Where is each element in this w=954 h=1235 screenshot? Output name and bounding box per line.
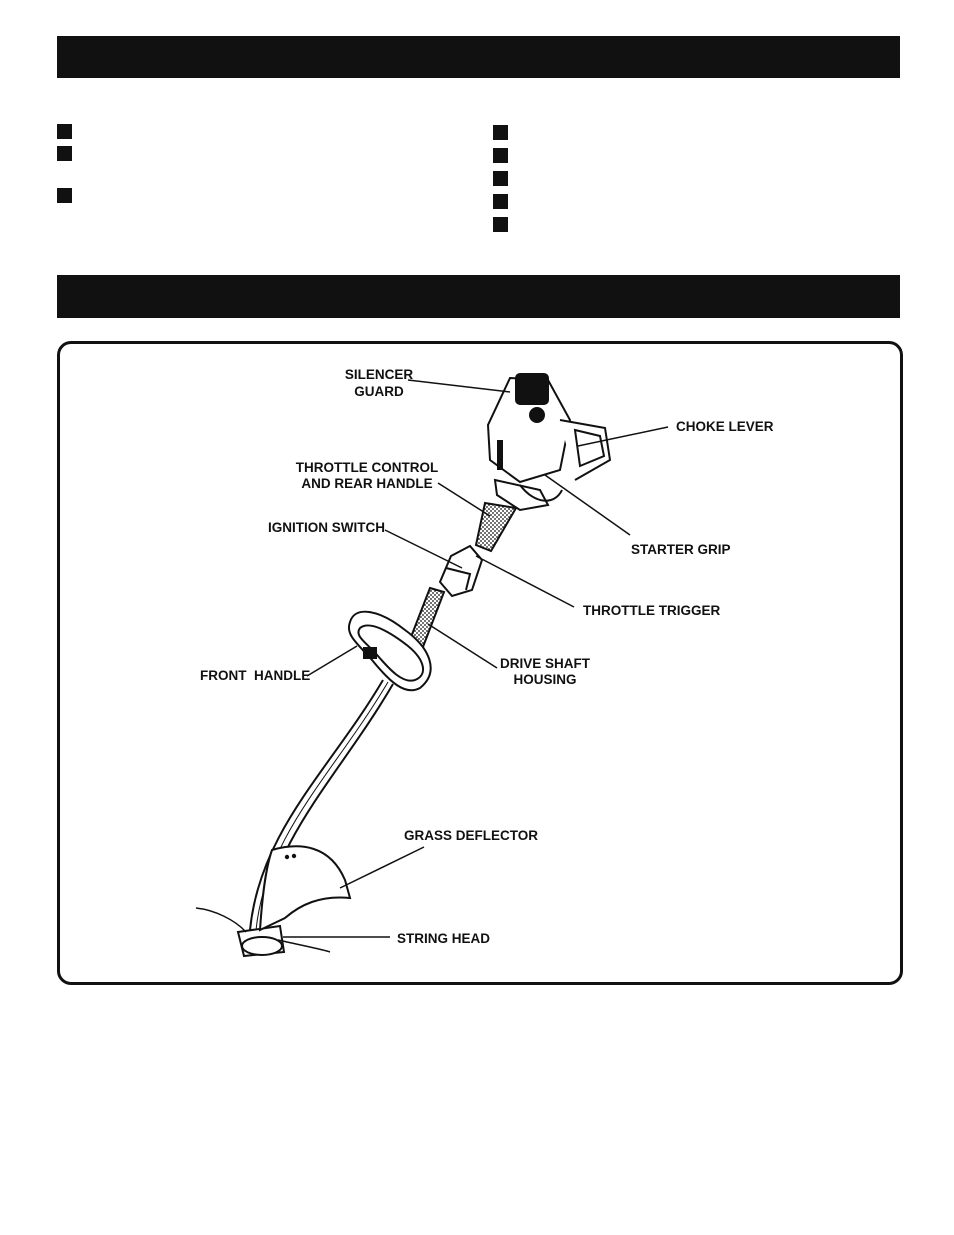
- bullet-square-left-3: [57, 188, 72, 203]
- label-silencer-guard-1: SILENCER: [345, 367, 414, 382]
- leader-lines: [283, 379, 669, 938]
- engine-housing: [486, 373, 612, 512]
- label-starter-grip: STARTER GRIP: [631, 542, 731, 557]
- label-silencer-guard-2: GUARD: [354, 384, 404, 399]
- grass-deflector: [258, 845, 352, 932]
- section-header-bar-features: [57, 275, 900, 318]
- label-drive-shaft-1: DRIVE SHAFT: [500, 656, 591, 671]
- label-throttle-control-2: AND REAR HANDLE: [301, 476, 432, 491]
- bullet-square-right-5: [493, 217, 508, 232]
- bullet-square-right-2: [493, 148, 508, 163]
- label-throttle-control-1: THROTTLE CONTROL: [296, 460, 438, 475]
- label-drive-shaft-2: HOUSING: [513, 672, 576, 687]
- section-header-bar-top: [57, 36, 900, 78]
- bullet-square-right-3: [493, 171, 508, 186]
- label-grass-deflector: GRASS DEFLECTOR: [404, 828, 538, 843]
- throttle-trigger-block: [438, 544, 484, 598]
- label-ignition-switch: IGNITION SWITCH: [268, 520, 385, 535]
- front-handle: [347, 610, 432, 692]
- bullet-square-left-1: [57, 124, 72, 139]
- label-string-head: STRING HEAD: [397, 931, 490, 946]
- bullet-square-right-1: [493, 125, 508, 140]
- label-throttle-trigger: THROTTLE TRIGGER: [583, 603, 720, 618]
- string-head: [195, 907, 331, 958]
- bullet-square-left-2: [57, 146, 72, 161]
- label-front-handle: FRONT HANDLE: [200, 668, 310, 683]
- label-choke-lever: CHOKE LEVER: [676, 419, 774, 434]
- bullet-square-right-4: [493, 194, 508, 209]
- rear-grip-shaft: [474, 501, 518, 553]
- product-figure-frame: [57, 341, 903, 985]
